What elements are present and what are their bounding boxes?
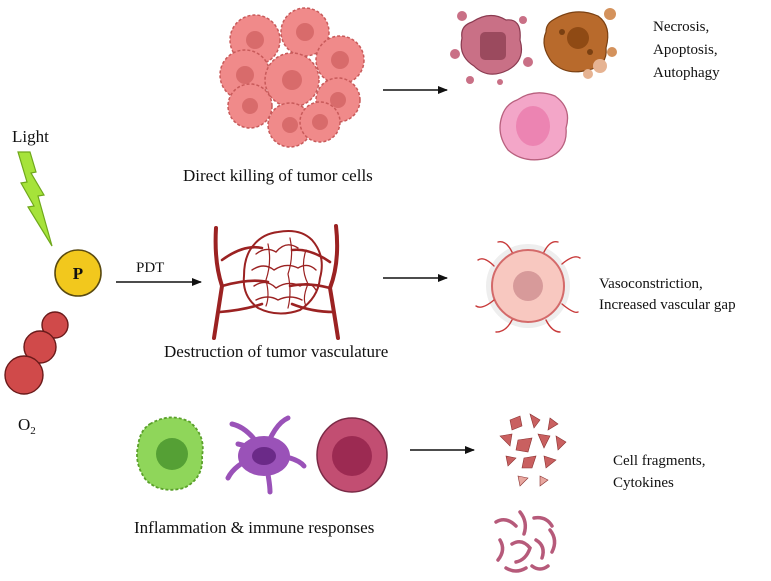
direct-killing-outcome-line-1: Necrosis, [653,19,709,35]
vasculature-outcome-line-1: Vasoconstriction, [599,276,703,292]
immune-cell-icon [316,417,388,493]
immune-outcome-line-2: Cytokines [613,475,674,491]
tumor-vasculature-icon [212,224,340,340]
pdt-label: PDT [136,260,164,276]
vasculature-caption: Destruction of tumor vasculature [164,342,388,361]
apoptotic-cell-icon [543,8,617,79]
photosensitizer-icon: P [54,249,102,297]
tumor-cell-cluster [219,7,365,148]
photosensitizer-label: P [73,264,83,283]
cell-fragments-icon [499,413,567,487]
constricted-vessel-cell-icon [475,241,581,333]
light-label: Light [12,127,49,146]
necrotic-cell-icon [450,11,533,85]
macrophage-icon [136,416,204,491]
dendritic-cell-icon [225,415,307,495]
autophagic-cell-icon [499,92,569,161]
direct-killing-outcome-line-3: Autophagy [653,65,720,81]
vasculature-outcome-line-2: Increased vascular gap [599,297,736,313]
immune-outcome-line-1: Cell fragments, [613,453,705,469]
cytokines-icon [494,510,557,573]
oxygen-label: O2 [18,415,36,437]
direct-killing-outcome-line-2: Apoptosis, [653,42,718,58]
direct-killing-caption: Direct killing of tumor cells [183,166,373,185]
lightning-bolt-icon [17,151,53,247]
oxygen-molecules-icon [4,311,69,395]
immune-caption: Inflammation & immune responses [134,518,374,537]
